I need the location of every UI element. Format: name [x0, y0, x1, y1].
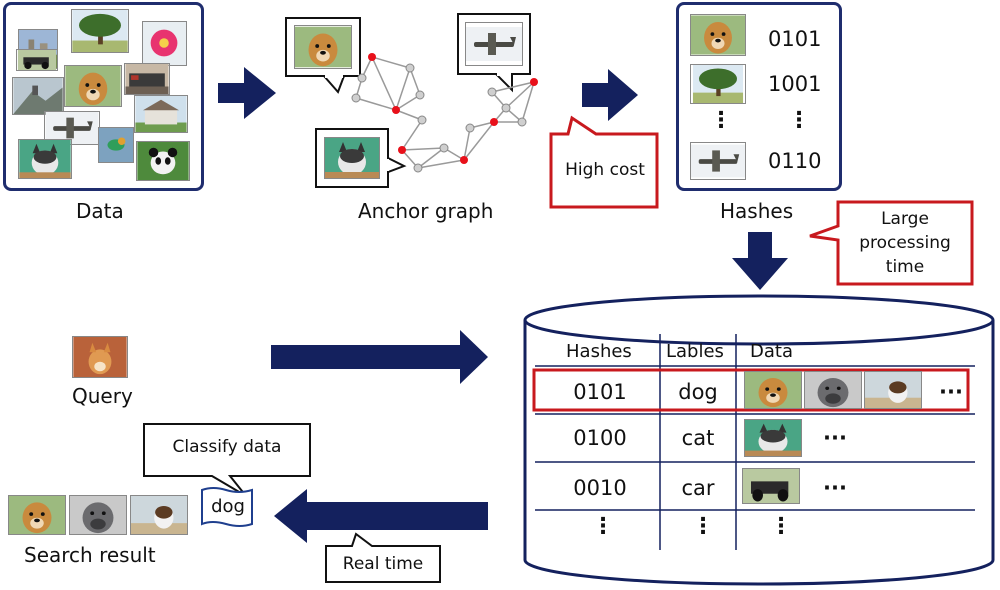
right-arrow-icon [218, 67, 276, 119]
data-collage-panel [3, 2, 204, 191]
flower-photo [142, 21, 187, 66]
airplane-photo [44, 111, 100, 145]
table-row-hash: 0101 [573, 380, 627, 404]
more-indicator: ··· [939, 380, 963, 404]
dog-photo [64, 65, 122, 107]
dog-tag [201, 487, 253, 527]
column-header: Hashes [566, 341, 632, 362]
down-arrow-icon [732, 232, 788, 290]
panda-photo [136, 141, 190, 181]
ellipsis-vertical: ⋮ [692, 514, 714, 539]
data-label: Data [76, 199, 124, 223]
high-cost-callout [549, 115, 659, 209]
classify-text: Classify data [172, 437, 282, 457]
more-indicator: ··· [823, 476, 847, 500]
hash-code: 1001 [768, 72, 822, 96]
house-photo [134, 95, 188, 133]
bird-photo [98, 127, 134, 163]
ellipsis-vertical: ⋮ [770, 514, 792, 539]
mountain-castle-photo [12, 77, 64, 115]
spaniel-photo [864, 371, 922, 409]
large-time-line: processing [859, 233, 951, 253]
cat-photo [18, 139, 72, 179]
tree-photo [690, 64, 746, 104]
large-processing-callout [809, 200, 974, 286]
column-header: Data [750, 341, 793, 362]
dog-photo [744, 371, 802, 409]
table-row-hash: 0010 [573, 476, 627, 500]
cat-photo [744, 419, 802, 457]
real-time-callout [325, 532, 441, 583]
query-label: Query [72, 384, 133, 408]
classify-callout [143, 423, 311, 497]
cat-photo [324, 137, 380, 179]
hashes-label: Hashes [720, 199, 794, 223]
query-dog-photo [72, 336, 128, 378]
left-arrow-icon [274, 489, 488, 543]
gray-dog-photo [69, 495, 127, 535]
airplane-photo [465, 22, 523, 66]
high-cost-text: High cost [565, 160, 645, 180]
table-row-label: car [681, 476, 715, 500]
large-time-line: Large [881, 209, 929, 229]
table-row-label: cat [681, 426, 715, 450]
large-time-line: time [885, 257, 925, 277]
dog-photo [690, 14, 746, 56]
ellipsis-vertical: ⋮ [710, 108, 732, 133]
tree-photo [71, 9, 129, 53]
more-indicator: ··· [823, 426, 847, 450]
table-row-label: dog [678, 380, 718, 404]
hash-code: 0110 [768, 149, 822, 173]
dog-photo [294, 25, 352, 69]
hash-code: 0101 [768, 27, 822, 51]
airplane-photo [690, 142, 746, 180]
dog-tag-text: dog [211, 496, 245, 517]
train-photo [124, 63, 170, 95]
search-result-label: Search result [24, 543, 156, 567]
table-row-hash: 0100 [573, 426, 627, 450]
right-arrow-icon [582, 69, 638, 121]
car-photo [742, 468, 800, 504]
real-time-text: Real time [342, 554, 424, 574]
gray-dog-photo [804, 371, 862, 409]
anchor-graph-label: Anchor graph [358, 199, 494, 223]
ellipsis-vertical: ⋮ [592, 514, 614, 539]
dog-photo [8, 495, 66, 535]
ellipsis-vertical: ⋮ [788, 108, 810, 133]
right-arrow-icon [271, 330, 488, 384]
car-photo [16, 49, 58, 71]
column-header: Lables [666, 341, 724, 362]
spaniel-photo [130, 495, 188, 535]
